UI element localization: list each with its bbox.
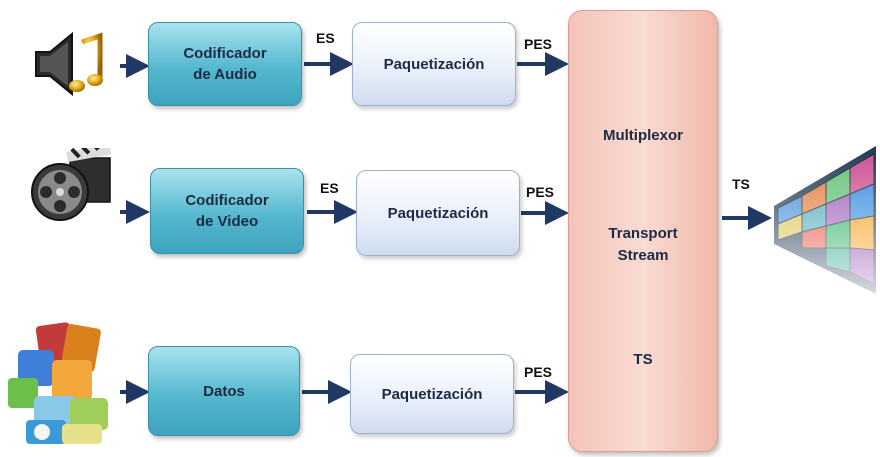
audio-encoder-label-2: de Audio (193, 66, 257, 83)
audio-encoder-box: Codificador de Audio (148, 22, 302, 106)
speaker-music-icon (35, 31, 103, 97)
audio-packetizer-label: Paquetización (383, 55, 485, 73)
video-encoder-box: Codificador de Video (150, 168, 304, 254)
app-data-collage-icon (8, 322, 108, 444)
audio-packetizer-box: Paquetización (352, 22, 516, 106)
video-packetizer-label: Paquetización (387, 204, 489, 222)
data-packetizer-box: Paquetización (350, 354, 514, 434)
es-label-video: ES (320, 180, 339, 196)
video-packetizer-box: Paquetización (356, 170, 520, 256)
film-reel-clapperboard-icon (31, 148, 112, 221)
audio-encoder-label-1: Codificador (183, 45, 267, 62)
data-box: Datos (148, 346, 300, 436)
pes-label-audio: PES (524, 36, 553, 52)
es-label-audio: ES (316, 30, 335, 46)
ts-output-label: TS (732, 176, 750, 192)
video-encoder-label-2: de Video (195, 213, 259, 230)
video-encoder-label-1: Codificador (185, 192, 269, 209)
pes-label-video: PES (526, 184, 555, 200)
data-packetizer-label: Paquetización (381, 385, 483, 403)
transport-label: Transport (608, 225, 678, 242)
multiplexer-label: Multiplexor (602, 127, 683, 144)
pes-label-data: PES (524, 364, 553, 380)
tv-screens-wall-icon (772, 144, 878, 300)
data-box-label: Datos (203, 382, 245, 400)
multiplexer-box: Multiplexor Transport Stream TS (568, 10, 718, 452)
mux-ts-label: TS (633, 351, 653, 368)
stream-label: Stream (617, 247, 669, 264)
